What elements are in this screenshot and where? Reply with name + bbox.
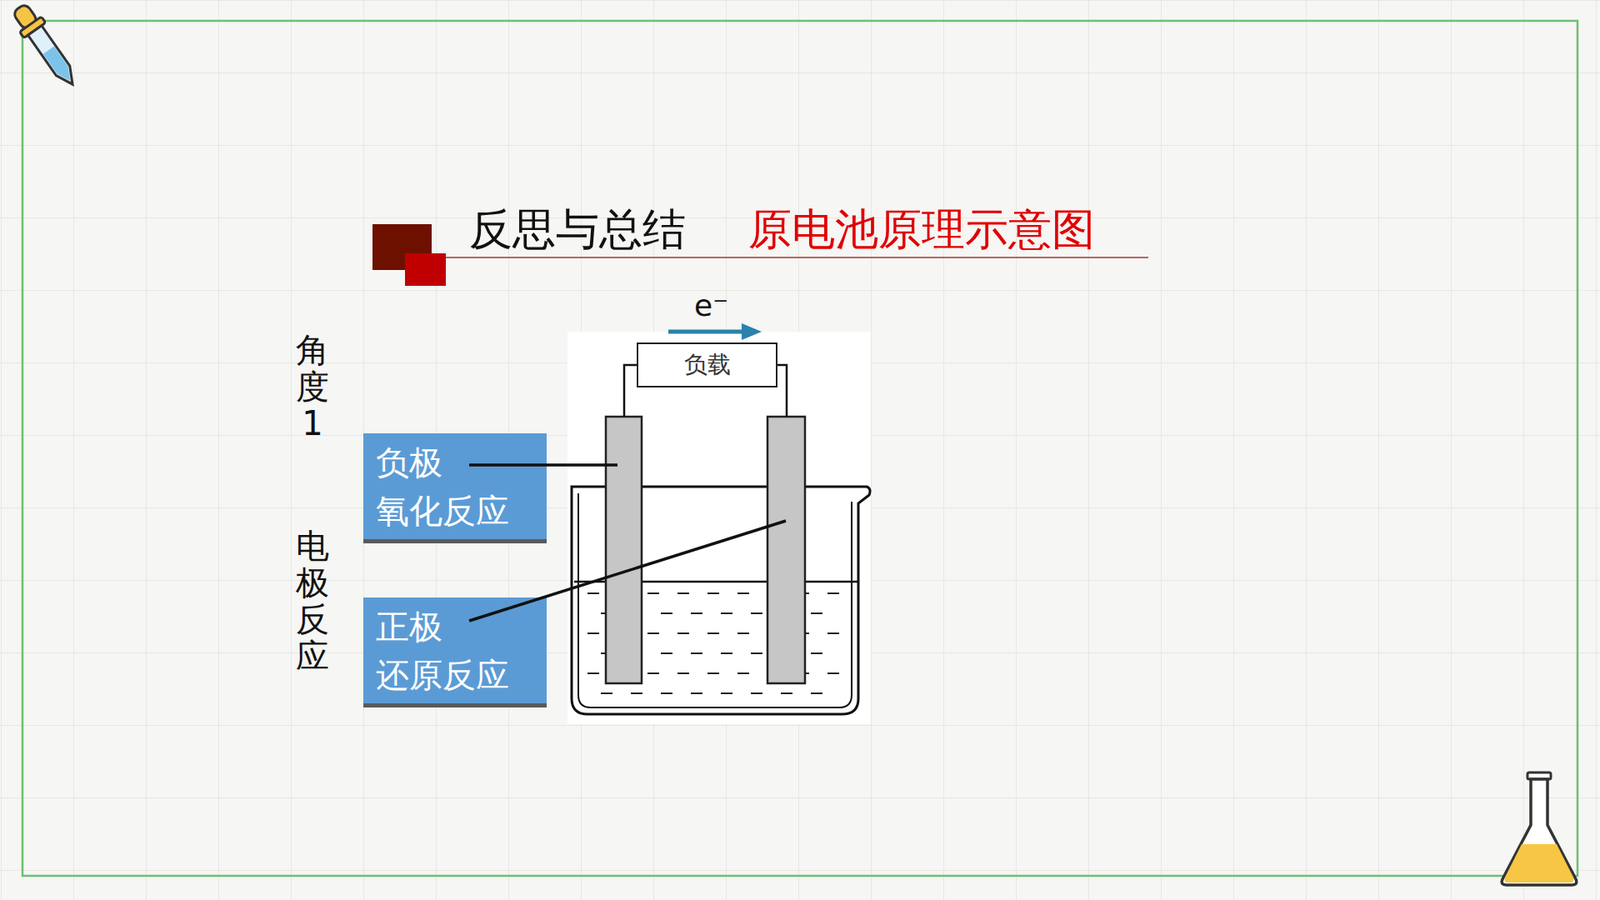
- electrolyte-dash: [587, 632, 600, 635]
- electrolyte-dash: [630, 692, 643, 695]
- electrolyte-dash: [720, 652, 733, 655]
- title-block: [405, 253, 446, 286]
- electrolyte-dash: [660, 612, 673, 615]
- electrolyte-dash: [660, 692, 673, 695]
- electrolyte-dash: [720, 612, 733, 615]
- load-box: 负载: [636, 342, 778, 388]
- electron-arrowhead: [741, 323, 762, 340]
- node-heading: 负载: [645, 350, 770, 380]
- electrolyte-dash: [707, 592, 720, 595]
- frame: [22, 20, 1578, 876]
- electrolyte-dash: [780, 692, 793, 695]
- side-heading: 电极反应: [295, 527, 330, 675]
- node-body: 还原反应: [375, 650, 535, 700]
- electrolyte-dash: [707, 672, 720, 675]
- electron-label: e⁻: [694, 288, 729, 323]
- electrolyte-dash: [647, 592, 660, 595]
- title-rule: [445, 256, 1149, 259]
- electrolyte-dash: [690, 692, 703, 695]
- wire: [777, 365, 787, 417]
- electrolyte-dash: [750, 692, 763, 695]
- electron-arrow: [668, 330, 747, 335]
- negative-electrode: [605, 416, 642, 684]
- electrolyte-dash: [660, 652, 673, 655]
- electrolyte-dash: [750, 652, 763, 655]
- electrolyte-dash: [737, 592, 750, 595]
- positive-electrode: [767, 416, 805, 684]
- electrolyte-dash: [827, 632, 840, 635]
- electrode-box: 负极氧化反应: [363, 433, 547, 544]
- electrode-box: 正极还原反应: [363, 597, 547, 708]
- figure-ground: [567, 331, 871, 725]
- electrolyte-dash: [677, 632, 690, 635]
- subtitle: 原电池原理示意图: [748, 200, 1095, 260]
- electrolyte-dash: [737, 632, 750, 635]
- electrolyte-dash: [827, 592, 840, 595]
- electrolyte-dash: [720, 692, 733, 695]
- electrolyte-dash: [707, 632, 720, 635]
- electrolyte-dash: [737, 672, 750, 675]
- dropper-icon: [8, 0, 84, 92]
- electrolyte-dash: [587, 592, 600, 595]
- leader-line: [469, 520, 786, 621]
- electrolyte-dash: [810, 652, 823, 655]
- leader-line: [469, 463, 618, 467]
- electrolyte-dash: [690, 612, 703, 615]
- electrolyte-dash: [647, 672, 660, 675]
- electrolyte-dash: [677, 672, 690, 675]
- electrolyte-dash: [810, 612, 823, 615]
- electrolyte-dash: [750, 612, 763, 615]
- electrolyte-dash: [810, 692, 823, 695]
- node-heading: 负极: [375, 438, 535, 487]
- side-heading: 角度1: [295, 331, 330, 442]
- electrolyte-dash: [600, 692, 613, 695]
- node-heading: 正极: [375, 602, 535, 651]
- electrolyte-dash: [827, 672, 840, 675]
- node-body: 氧化反应: [375, 486, 535, 535]
- electrolyte-dash: [677, 592, 690, 595]
- electrolyte-dash: [647, 632, 660, 635]
- electrolyte-dash: [690, 652, 703, 655]
- electrolyte-dash: [587, 672, 600, 675]
- flask-icon: [1501, 772, 1577, 885]
- title: 反思与总结: [469, 200, 686, 260]
- wire: [624, 365, 637, 417]
